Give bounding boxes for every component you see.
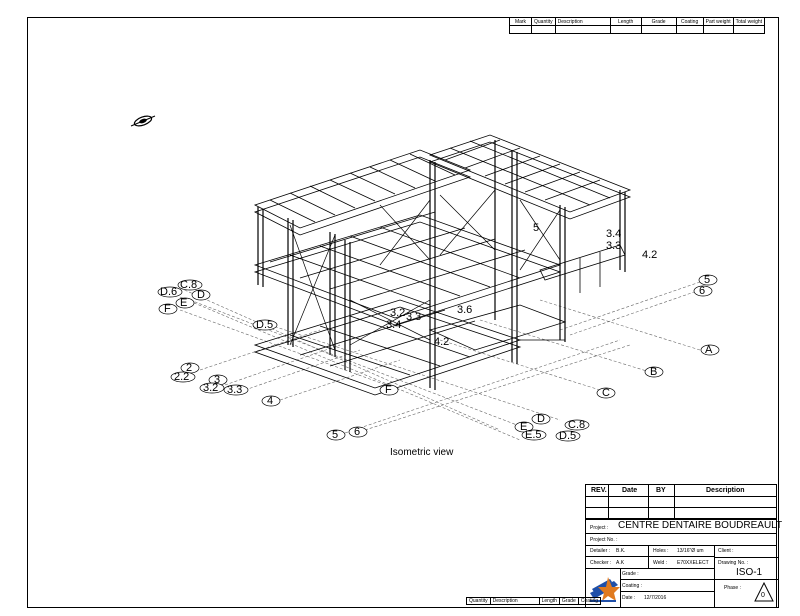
middle-floor [253, 211, 626, 326]
drawing-no-label: Drawing No. : [718, 560, 749, 566]
bottom-parts-strip: Quantity Description Length Grade Coatin… [466, 597, 602, 605]
roof-left-wing [253, 149, 472, 236]
grid-label: 4 [267, 395, 274, 407]
company-logo [590, 577, 620, 602]
strip-quantity: Quantity [466, 597, 491, 605]
strip-grade: Grade [558, 597, 579, 605]
grid-label: F [385, 384, 392, 396]
coating-label: Coating : [622, 583, 643, 589]
detailer-label: Detailer : [590, 548, 611, 554]
by-header: BY [656, 487, 666, 494]
grid-label: 3.6 [457, 304, 473, 316]
grid-lines [179, 281, 701, 441]
bill-of-materials-header: Mark Quantity Description Length Grade C… [509, 17, 766, 34]
holes-value: 13/16"Ø um [677, 548, 704, 554]
grid-label: B [650, 366, 658, 378]
grid-label: C.8 [568, 419, 586, 431]
date-value: 12/7/2016 [644, 595, 667, 601]
detailer-value: B.K. [616, 548, 626, 554]
phase-triangle-icon [754, 581, 774, 602]
project-no-label: Project No. : [590, 537, 618, 543]
phase-label: Phase : [724, 585, 741, 591]
client-label: Client : [718, 548, 734, 554]
grid-label: 5 [704, 274, 711, 286]
grid-label: D.6 [160, 286, 178, 298]
grid-label: 6 [354, 426, 361, 438]
project-label: Project : [590, 525, 609, 531]
grid-label: 3.4 [386, 319, 402, 331]
title-block: REV. Date BY Description Project : CENTR… [585, 484, 782, 608]
grid-label: 3.3 [606, 240, 622, 252]
checker-value: A.K [616, 560, 625, 566]
grid-label: C [602, 387, 610, 399]
weld-value: E70XXELECT [677, 560, 709, 566]
grid-label: E [180, 297, 188, 309]
view-caption: Isometric view [390, 447, 454, 458]
grid-label: D.5 [559, 430, 577, 442]
strip-coating: Coating [577, 597, 602, 605]
grid-label: 4.2 [434, 336, 450, 348]
drawing-sheet-border [27, 17, 779, 608]
grid-label: 5 [332, 429, 339, 441]
grid-label: 4.2 [642, 249, 658, 261]
grid-label: E [520, 421, 528, 433]
grid-label: 3.3 [406, 311, 422, 323]
holes-label: Holes : [653, 548, 669, 554]
grid-label: C.8 [180, 279, 198, 291]
rev-header: REV. [591, 487, 607, 494]
columns [257, 140, 626, 390]
grade-label: Grade : [622, 571, 639, 577]
description-header: Description [706, 487, 745, 494]
grid-label: 2.2 [174, 371, 190, 383]
grid-label: 6 [699, 285, 706, 297]
grid-label: A [705, 344, 713, 356]
grid-label: F [164, 303, 171, 315]
checker-label: Checker : [590, 560, 612, 566]
strip-description: Description [489, 597, 540, 605]
project-name: CENTRE DENTAIRE BOUDREAULT [618, 520, 783, 531]
phase-value: 0 [761, 592, 765, 599]
grid-label: 5 [533, 222, 540, 234]
weld-label: Weld : [653, 560, 668, 566]
grid-label: D [197, 289, 205, 301]
grid-label: 3.4 [606, 228, 622, 240]
bracing [289, 189, 561, 351]
grid-label: E.5 [525, 429, 542, 441]
grid-label: 3.2 [390, 307, 406, 319]
grid-label: 3.3 [227, 384, 243, 396]
strip-length: Length [538, 597, 560, 605]
grid-label: 2 [186, 362, 193, 374]
grid-label: 3.2 [203, 382, 219, 394]
lower-floor [253, 299, 567, 396]
roof-right-wing [428, 134, 632, 220]
date-label: Date : [622, 595, 636, 601]
grid-label: D.5 [256, 319, 274, 331]
drawing-number: ISO-1 [736, 567, 763, 578]
grid-label: 3 [214, 374, 221, 386]
date-header: Date [622, 487, 638, 494]
grid-label: D [537, 413, 545, 425]
